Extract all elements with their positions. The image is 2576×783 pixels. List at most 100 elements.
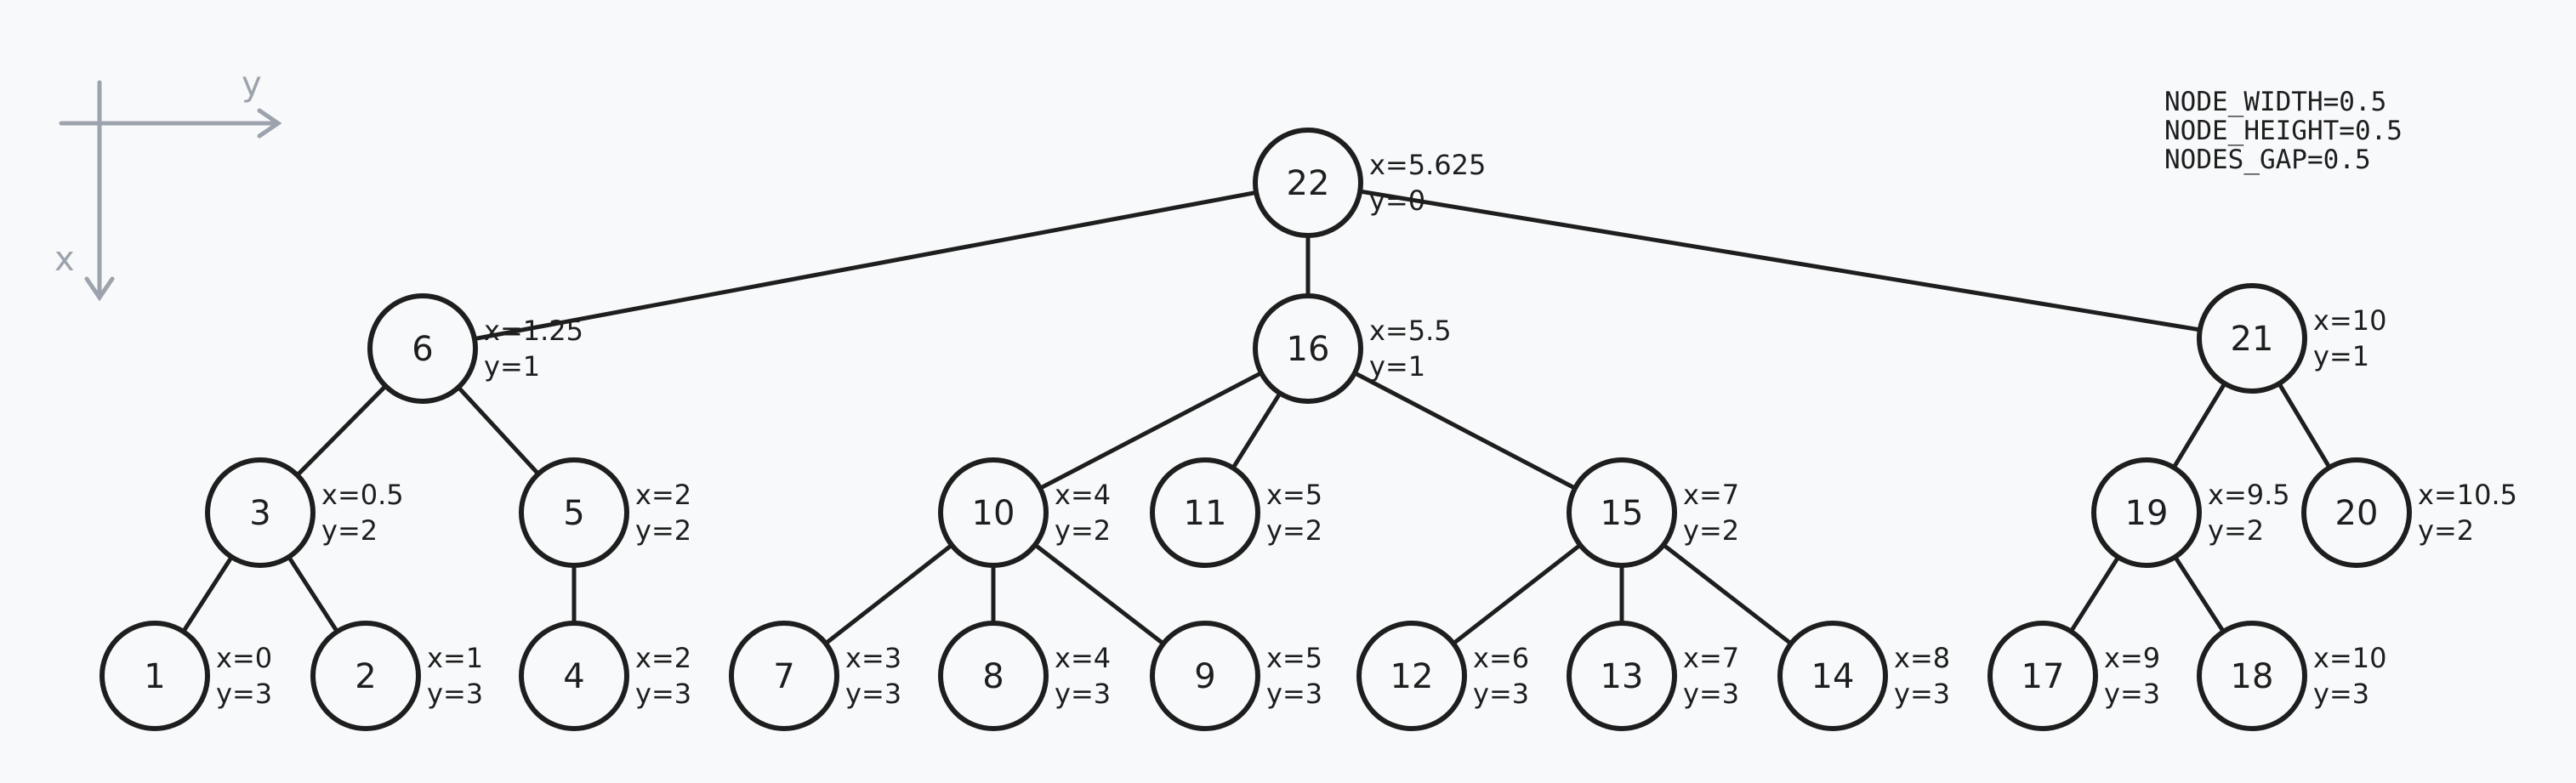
- constant-nodes-gap: NODES_GAP=0.5: [2164, 145, 2371, 175]
- edges-layer: [181, 189, 2332, 646]
- edge-3-1: [181, 554, 234, 634]
- axis-indicator: y x: [54, 65, 282, 302]
- node-id-label: 14: [1811, 657, 1855, 696]
- node-id-label: 3: [249, 494, 270, 533]
- node-y-coordinate: y=3: [427, 678, 483, 710]
- node-x-coordinate: x=8: [1894, 642, 1950, 674]
- node-x-coordinate: x=4: [1055, 479, 1111, 511]
- node-circle: [2091, 457, 2202, 568]
- node-y-coordinate: y=3: [2313, 678, 2369, 710]
- tree-node-16: 16 x=5.5y=1: [1253, 293, 1452, 404]
- node-id-label: 5: [563, 494, 584, 533]
- node-id-label: 8: [982, 657, 1004, 696]
- node-y-coordinate: y=3: [1683, 678, 1739, 710]
- edge-22-6: [472, 190, 1259, 342]
- node-x-coordinate: x=5.5: [1369, 315, 1452, 347]
- node-y-coordinate: y=3: [635, 678, 691, 710]
- node-id-label: 6: [412, 330, 433, 369]
- node-id-label: 13: [1601, 657, 1644, 696]
- node-y-coordinate: y=3: [1894, 678, 1950, 710]
- node-y-coordinate: y=1: [2313, 340, 2369, 372]
- node-circle: [1356, 621, 1467, 731]
- tree-node-10: 10 x=4y=2: [938, 457, 1111, 568]
- node-circle: [310, 621, 421, 731]
- edge-10-9: [1032, 542, 1166, 646]
- tree-node-21: 21 x=10y=1: [2197, 283, 2386, 394]
- node-circle: [1987, 621, 2098, 731]
- node-x-coordinate: x=3: [845, 642, 901, 674]
- node-circle: [519, 457, 629, 568]
- node-y-coordinate: y=1: [1369, 350, 1425, 383]
- edge-15-14: [1661, 542, 1794, 646]
- node-circle: [519, 621, 629, 731]
- node-circle: [1567, 621, 1677, 731]
- node-y-coordinate: y=2: [1683, 514, 1739, 547]
- node-x-coordinate: x=5: [1266, 479, 1322, 511]
- node-circle: [729, 621, 839, 731]
- node-y-coordinate: y=2: [2208, 514, 2264, 547]
- node-x-coordinate: x=0.5: [321, 479, 404, 511]
- node-circle: [2197, 621, 2307, 731]
- edge-16-10: [1038, 371, 1264, 491]
- node-id-label: 4: [563, 657, 584, 696]
- node-x-coordinate: x=9: [2104, 642, 2160, 674]
- node-id-label: 17: [2022, 657, 2065, 696]
- node-y-coordinate: y=2: [1055, 514, 1111, 547]
- node-id-label: 21: [2231, 320, 2274, 359]
- constant-node-height: NODE_HEIGHT=0.5: [2164, 116, 2403, 146]
- node-id-label: 18: [2231, 657, 2274, 696]
- edge-22-21: [1357, 189, 2203, 332]
- node-y-coordinate: y=2: [635, 514, 691, 547]
- y-axis-label: y: [242, 65, 262, 104]
- node-id-label: 15: [1601, 494, 1644, 533]
- edge-6-3: [295, 383, 388, 478]
- edge-19-18: [2173, 554, 2226, 634]
- node-y-coordinate: y=3: [216, 678, 272, 710]
- node-circle: [205, 457, 316, 568]
- node-circle: [938, 457, 1049, 568]
- tree-node-14: 14 x=8 y=3: [1777, 621, 1950, 731]
- edge-21-19: [2171, 381, 2227, 470]
- node-id-label: 10: [972, 494, 1015, 533]
- node-y-coordinate: y=2: [2418, 514, 2474, 547]
- node-id-label: 16: [1287, 330, 1330, 369]
- node-y-coordinate: y=1: [484, 350, 540, 383]
- node-y-coordinate: y=2: [1266, 514, 1322, 547]
- node-x-coordinate: x=7: [1683, 642, 1739, 674]
- tree-node-13: 13 x=7 y=3: [1567, 621, 1739, 731]
- edge-6-5: [456, 385, 541, 476]
- constants-block: NODE_WIDTH=0.5 NODE_HEIGHT=0.5 NODES_GAP…: [2164, 87, 2403, 175]
- node-y-coordinate: y=3: [1055, 678, 1111, 710]
- node-x-coordinate: x=7: [1683, 479, 1739, 511]
- node-x-coordinate: x=10: [2313, 642, 2386, 674]
- node-x-coordinate: x=6: [1473, 642, 1529, 674]
- y-axis-arrowhead: [257, 108, 282, 139]
- node-x-coordinate: x=1: [427, 642, 483, 674]
- node-x-coordinate: x=5: [1266, 642, 1322, 674]
- node-x-coordinate: x=10.5: [2418, 479, 2517, 511]
- node-id-label: 11: [1184, 494, 1227, 533]
- edge-16-15: [1352, 371, 1578, 491]
- node-y-coordinate: y=2: [321, 514, 378, 547]
- node-circle: [1253, 128, 1363, 238]
- node-y-coordinate: y=3: [1473, 678, 1529, 710]
- node-circle: [1150, 457, 1260, 568]
- node-x-coordinate: x=5.625: [1369, 149, 1486, 181]
- node-circle: [1567, 457, 1677, 568]
- node-circle: [100, 621, 210, 731]
- node-x-coordinate: x=10: [2313, 304, 2386, 337]
- node-id-label: 19: [2125, 494, 2169, 533]
- node-y-coordinate: y=0: [1369, 184, 1425, 217]
- node-id-label: 1: [144, 657, 165, 696]
- constant-node-width: NODE_WIDTH=0.5: [2164, 87, 2386, 117]
- node-circle: [1777, 621, 1888, 731]
